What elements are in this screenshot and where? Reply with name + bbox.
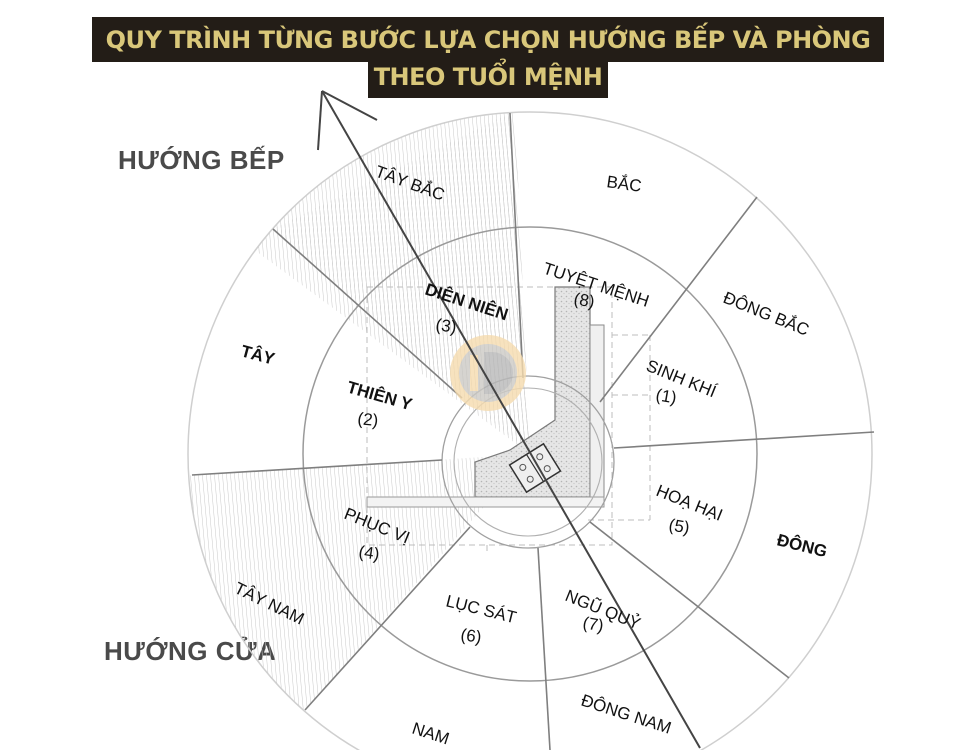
direction-label-south: NAM <box>410 719 452 749</box>
zone-label-thien-y: THIÊN Y <box>345 378 415 415</box>
middle-ring <box>302 226 758 682</box>
zone-number-sinh-khi: (1) <box>654 385 678 407</box>
zone-number-phuc-vi: (4) <box>357 542 380 564</box>
zone-number-luc-sat: (6) <box>459 625 482 647</box>
inner-ring <box>441 375 615 549</box>
kitchen-direction-label: HƯỚNG BẾP <box>118 145 285 175</box>
zone-number-thien-y: (2) <box>357 409 380 430</box>
zone-number-dien-nien: (3) <box>434 315 457 337</box>
zone-label-luc-sat: LỤC SÁT <box>444 591 518 627</box>
zone-number-ngu-quy: (7) <box>581 613 605 635</box>
direction-label-north: BẮC <box>605 172 642 196</box>
direction-label-southeast: ĐÔNG NAM <box>579 691 674 738</box>
direction-label-east: ĐÔNG <box>775 530 829 561</box>
watermark-logo <box>450 335 526 411</box>
zone-number-tuyet-menh: (8) <box>572 289 596 311</box>
outer-ring <box>187 111 873 750</box>
zone-label-sinh-khi: SINH KHÍ <box>644 356 720 401</box>
title-line-2: THEO TUỔI MỆNH <box>368 60 608 98</box>
stove-icon <box>508 442 562 494</box>
sector-dividers <box>191 112 875 750</box>
direction-label-northeast: ĐÔNG BẮC <box>721 288 812 340</box>
title-line-1: QUY TRÌNH TỪNG BƯỚC LỰA CHỌN HƯỚNG BẾP V… <box>92 17 884 100</box>
direction-label-west: TÂY <box>239 342 277 369</box>
kitchen-direction-arrow <box>317 90 701 749</box>
kitchen-counter <box>366 286 605 508</box>
zone-number-hoa-hai: (5) <box>667 515 691 537</box>
